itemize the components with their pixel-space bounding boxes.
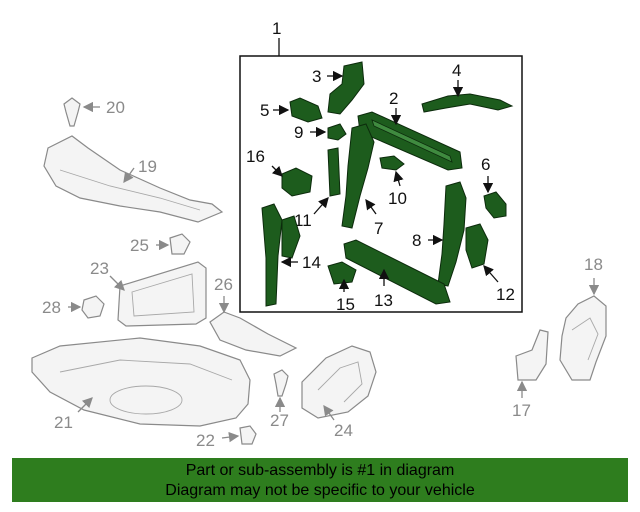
part-15-bracket [327, 261, 357, 285]
part-5-bracket [289, 97, 323, 123]
assembly-1-box [239, 55, 523, 313]
part-20-clip [63, 97, 81, 127]
callout-10: 10 [388, 189, 407, 208]
callout-7: 7 [374, 219, 383, 238]
callout-7-leader [365, 198, 377, 215]
assembly-1-group: 1 2 3 4 5 6 7 8 9 [239, 19, 523, 314]
callout-20: 20 [106, 98, 125, 117]
part-7-vertical-support [341, 123, 375, 229]
callout-9: 9 [294, 123, 303, 142]
part-13-lower-member [343, 239, 451, 305]
callout-13: 13 [374, 291, 393, 310]
callout-12-leader [483, 265, 499, 283]
part-2-detail [371, 119, 453, 163]
callout-4: 4 [452, 61, 461, 80]
part-10-clip [379, 155, 405, 171]
callout-19-leader [123, 167, 135, 184]
part-12-bracket [465, 223, 489, 269]
part-24-detail [317, 361, 363, 403]
callout-6: 6 [481, 155, 490, 174]
part-21-opening [109, 385, 183, 415]
callout-11: 11 [294, 211, 312, 230]
part-22-bolt [239, 425, 257, 445]
callout-1: 1 [272, 19, 281, 38]
part-18-detail [571, 317, 599, 361]
callout-3: 3 [312, 67, 321, 86]
other-parts-group: 19 20 25 23 28 26 21 22 2 [31, 97, 607, 450]
callout-24: 24 [334, 421, 353, 440]
callout-22: 22 [196, 431, 215, 450]
part-14-left-support [261, 203, 283, 307]
part-11-post [327, 147, 341, 197]
part-6-bracket [483, 191, 507, 219]
part-19-upper-cover [43, 135, 224, 223]
callout-28: 28 [42, 298, 61, 317]
callout-25: 25 [130, 236, 149, 255]
callout-23-leader [109, 275, 125, 291]
part-28-clip [81, 295, 105, 319]
part-9-clip [327, 123, 347, 141]
callout-17: 17 [512, 401, 531, 420]
callout-22-leader [221, 431, 240, 443]
part-8-right-support [437, 181, 467, 287]
diagram-notice-banner: Part or sub-assembly is #1 in diagram Di… [12, 458, 628, 502]
callout-8: 8 [412, 231, 421, 250]
callout-12: 12 [496, 285, 515, 304]
callout-24-leader [323, 404, 335, 421]
callout-15: 15 [336, 295, 355, 314]
callout-16-leader [271, 165, 283, 177]
part-24-side-cover [301, 345, 377, 419]
part-3-bracket [327, 61, 365, 115]
callout-2: 2 [389, 89, 398, 108]
part-14-upper-bracket [281, 215, 301, 259]
part-21-detail [59, 359, 233, 381]
part-17-bracket [515, 329, 549, 381]
part-23-detail [131, 273, 195, 317]
part-18-liner [559, 295, 607, 381]
part-19-detail [59, 169, 201, 211]
part-27-clip [273, 369, 289, 397]
callout-5: 5 [260, 101, 269, 120]
callout-26: 26 [214, 275, 233, 294]
callout-16: 16 [246, 147, 265, 166]
callout-11-leader [313, 197, 329, 215]
callout-21: 21 [54, 413, 73, 432]
callout-18: 18 [584, 255, 603, 274]
notice-line-2: Diagram may not be specific to your vehi… [165, 482, 475, 499]
callout-14: 14 [302, 253, 321, 272]
part-25-clip [169, 233, 191, 255]
part-16-bracket [281, 167, 313, 197]
callout-23: 23 [90, 259, 109, 278]
notice-line-1: Part or sub-assembly is #1 in diagram [185, 462, 455, 479]
callout-27: 27 [270, 411, 289, 430]
callout-10-leader [393, 170, 404, 187]
callout-19: 19 [138, 157, 157, 176]
part-4-side-member [421, 93, 514, 113]
parts-diagram: 1 2 3 4 5 6 7 8 9 [31, 19, 607, 450]
part-26-cover [209, 311, 298, 357]
part-23-panel [117, 261, 207, 327]
callout-21-leader [77, 397, 93, 413]
